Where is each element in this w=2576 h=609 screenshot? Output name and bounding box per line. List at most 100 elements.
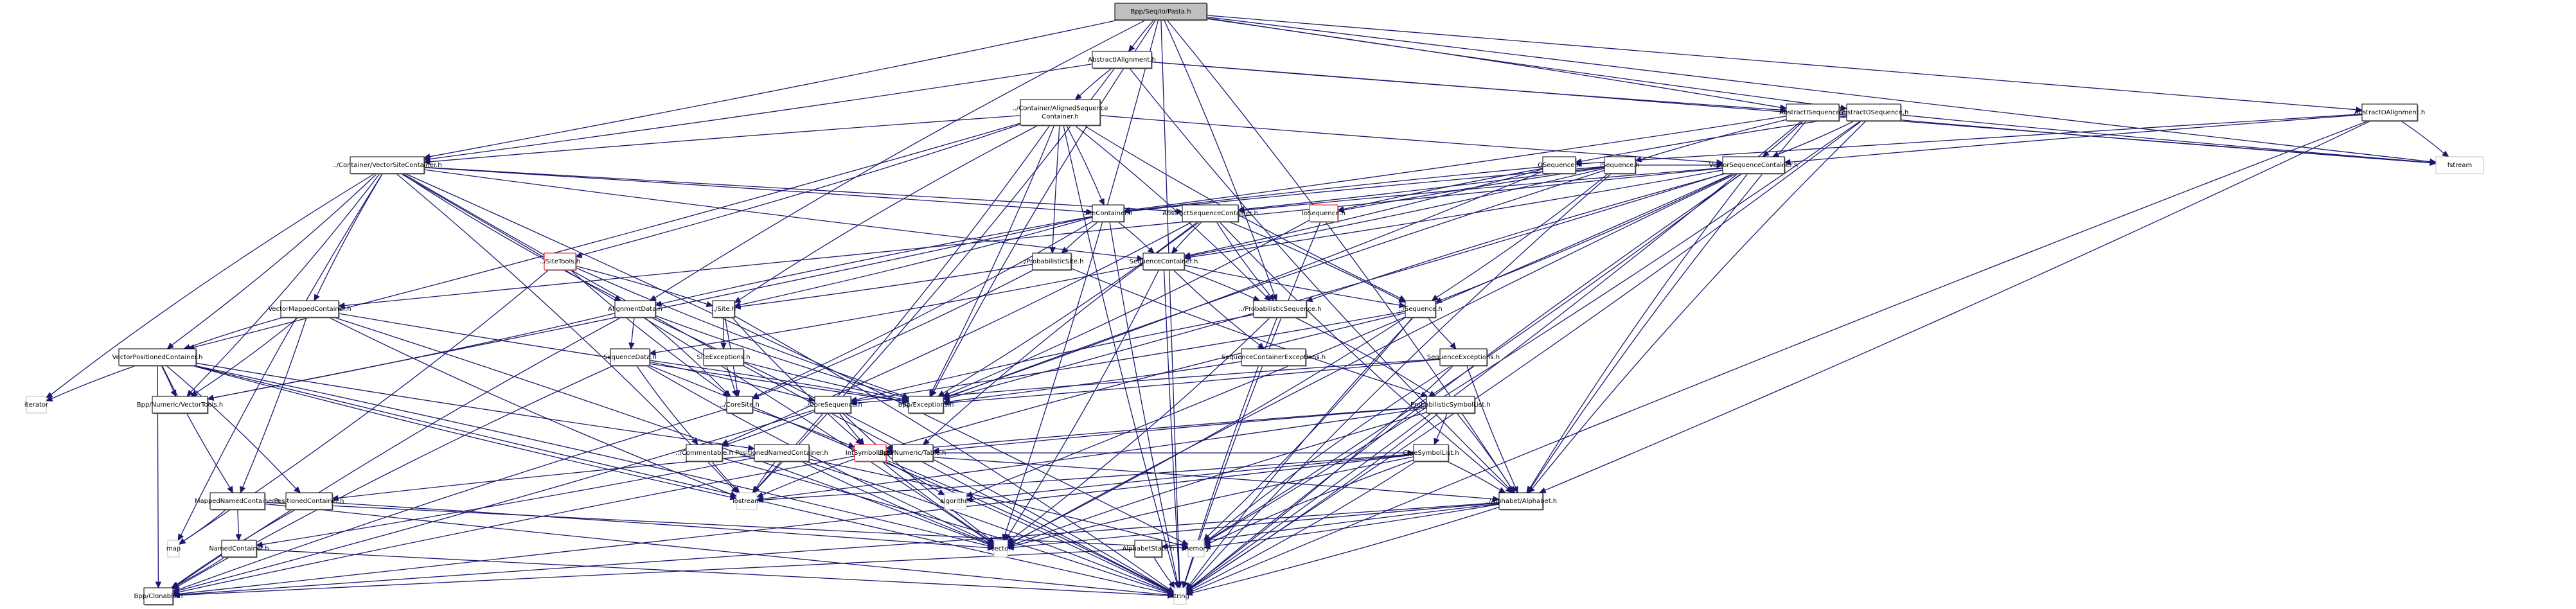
edge-alphaState-to-clonable [178, 549, 1135, 596]
node-iseq[interactable]: ISequence.h [1600, 156, 1640, 175]
arrowhead-absOSeq-to-vecSeqC [1772, 151, 1780, 157]
node-absOSeq[interactable]: AbstractOSequence.h [1839, 103, 1909, 122]
node-mapNamedC[interactable]: MappedNamedContainer.h [195, 492, 280, 511]
arrowhead-mapNamedC-to-map [179, 538, 186, 545]
edge-alignedSC-to-bppExc [932, 125, 1055, 392]
node-seqExc[interactable]: SequenceExceptions.h [1427, 348, 1500, 367]
node-probSymL[interactable]: ProbabilisticSymbolList.h [1410, 396, 1491, 414]
node-site[interactable]: ../Site.h [711, 300, 736, 319]
node-siteTools[interactable]: ../SiteTools.h [540, 252, 580, 271]
node-posC[interactable]: PositionedContainer.h [274, 492, 344, 511]
edge-probSite-to-coreSite [757, 269, 1035, 397]
edge-alignData-to-bppExc [655, 315, 903, 398]
edge-mapNamedC-to-string [264, 503, 1169, 596]
edge-seqExc-to-alphabet [1466, 365, 1516, 488]
edge-oseq-to-seqC [1189, 168, 1543, 256]
node-vecPosC[interactable]: VectorPositionedContainer.h [112, 348, 203, 367]
node-box [1142, 252, 1185, 270]
edge-absSeqC-to-table [927, 221, 1200, 441]
edge-alphabet-to-vector [1013, 502, 1500, 548]
node-label: CoreSymbolList.h [1403, 450, 1459, 457]
node-ioSeq[interactable]: IoSequence.h [1302, 204, 1346, 223]
node-label: VectorSequenceContainer.h [1709, 162, 1799, 169]
node-coreSite[interactable]: ../CoreSite.h [720, 396, 759, 414]
arrowhead-absSeqC-to-table [922, 438, 930, 445]
node-clonable[interactable]: Bpp/Clonable.h [134, 587, 183, 606]
node-vecMapC[interactable]: VectorMappedContainer.h [268, 300, 351, 319]
edge-oseq-to-bppExc [948, 171, 1543, 397]
arrowhead-absOAlign-to-oseq [1574, 160, 1582, 167]
node-box [1253, 300, 1307, 318]
arrowhead-absISeq-to-iseq [1634, 156, 1642, 163]
node-alphaState[interactable]: AlphabetState.h [1123, 540, 1175, 558]
node-seqC[interactable]: SequenceContainer.h [1130, 252, 1198, 271]
arrowhead-absSeqC-to-seqC [1171, 246, 1178, 254]
node-vecSiteC[interactable]: ../Container/VectorSiteContainer.h [332, 156, 442, 175]
arrowhead-seqExc-to-bppExc [942, 399, 950, 406]
node-box [703, 348, 744, 366]
node-bppExc[interactable]: Bpp/Exceptions.h [898, 396, 954, 414]
node-box [1846, 103, 1901, 121]
edge-absSeqC-to-bppExc [943, 221, 1198, 394]
edge-alignedSC-to-iostream [756, 125, 1051, 489]
edge-intSymL-to-algorithm [885, 461, 940, 493]
node-table[interactable]: Bpp/Numeric/Table.h [880, 444, 946, 463]
arrowhead-alignedSC-to-siteC [1098, 198, 1105, 206]
node-label: IntSymbolList.h [846, 450, 895, 457]
node-label: AlignmentData.h [608, 306, 662, 313]
node-absOAlign[interactable]: AbstractOAlignment.h [2354, 103, 2425, 122]
edge-siteC-to-site [740, 216, 1093, 306]
arrowhead-sequence-to-seqExc [1449, 342, 1457, 349]
node-label: ../Commentable.h [675, 450, 733, 457]
node-coreSeq[interactable]: ../CoreSequence.h [803, 396, 862, 414]
node-namedC[interactable]: NamedContainer.h [209, 540, 269, 558]
node-iostream: iostream [733, 492, 761, 510]
arrowhead-vecPosC-to-iterator [45, 396, 53, 402]
node-box [854, 444, 887, 462]
arrowhead-site-to-siteExc [720, 342, 727, 350]
arrowhead-vecPosC-to-clonable [155, 581, 162, 589]
node-probSite[interactable]: ../ProbabilisticSite.h [1020, 252, 1084, 271]
node-label: ../ProbabilisticSite.h [1020, 258, 1084, 265]
node-label: Bpp/Seq/Io/Pasta.h [1130, 8, 1191, 15]
edge-siteC-to-string [1109, 221, 1178, 583]
node-intSymL[interactable]: IntSymbolList.h [846, 444, 895, 463]
node-seqData[interactable]: SequenceData.h [603, 348, 657, 367]
node-siteExc[interactable]: SiteExceptions.h [697, 348, 751, 367]
node-vecSeqC[interactable]: VectorSequenceContainer.h [1709, 156, 1799, 175]
node-coreSymL[interactable]: CoreSymbolList.h [1403, 444, 1459, 463]
node-box [1498, 492, 1543, 510]
node-vecTools[interactable]: Bpp/Numeric/VectorTools.h [137, 396, 223, 414]
node-string: string [1171, 587, 1189, 605]
node-alphabet[interactable]: ../Alphabet/Alphabet.h [1485, 492, 1557, 511]
node-siteC[interactable]: SiteContainer.h [1083, 204, 1133, 223]
node-absSeqC[interactable]: AbstractSequenceContainer.h [1162, 204, 1258, 223]
node-label: vector [991, 545, 1012, 552]
edge-vecPosC-to-iterator [51, 365, 137, 400]
edge-intSymL-to-string [885, 459, 1169, 592]
edge-intSymL-to-iostream [762, 458, 855, 496]
edge-probSymL-to-iostream [762, 407, 1427, 500]
edge-probSeq-to-coreSeq [856, 314, 1254, 400]
arrowhead-pasta-to-absIAlign [1128, 44, 1135, 52]
edge-vecPosC-to-posC [166, 365, 297, 490]
arrowhead-coreSite-to-intSymL [848, 442, 856, 448]
node-box [1187, 540, 1205, 558]
node-oseq[interactable]: OSequence.h [1538, 156, 1581, 175]
node-box [1114, 3, 1207, 21]
edge-probSymL-to-table [938, 406, 1427, 452]
node-commentable[interactable]: ../Commentable.h [675, 444, 733, 463]
edge-vecMapC-to-bppExc [338, 313, 903, 402]
edge-pasta-to-probSeq [1164, 19, 1275, 296]
node-seqCExc[interactable]: SequenceContainerExceptions.h [1221, 348, 1326, 367]
node-probSeq[interactable]: ../ProbabilisticSequence.h [1239, 300, 1322, 319]
node-alignData[interactable]: AlignmentData.h [608, 300, 662, 319]
node-sequence[interactable]: ../Sequence.h [1398, 300, 1443, 319]
node-absIAlign[interactable]: AbstractIAlignment.h [1088, 51, 1156, 69]
edge-vecPosC-to-mapNamedC [161, 365, 231, 488]
node-posNamedC[interactable]: PositionedNamedContainer.h [735, 444, 828, 463]
arrowhead-absSeqC-to-probSeq [1268, 294, 1275, 301]
edge-absISeq-to-string [1190, 120, 1802, 588]
node-absISeq[interactable]: AbstractISequence.h [1779, 103, 1846, 122]
